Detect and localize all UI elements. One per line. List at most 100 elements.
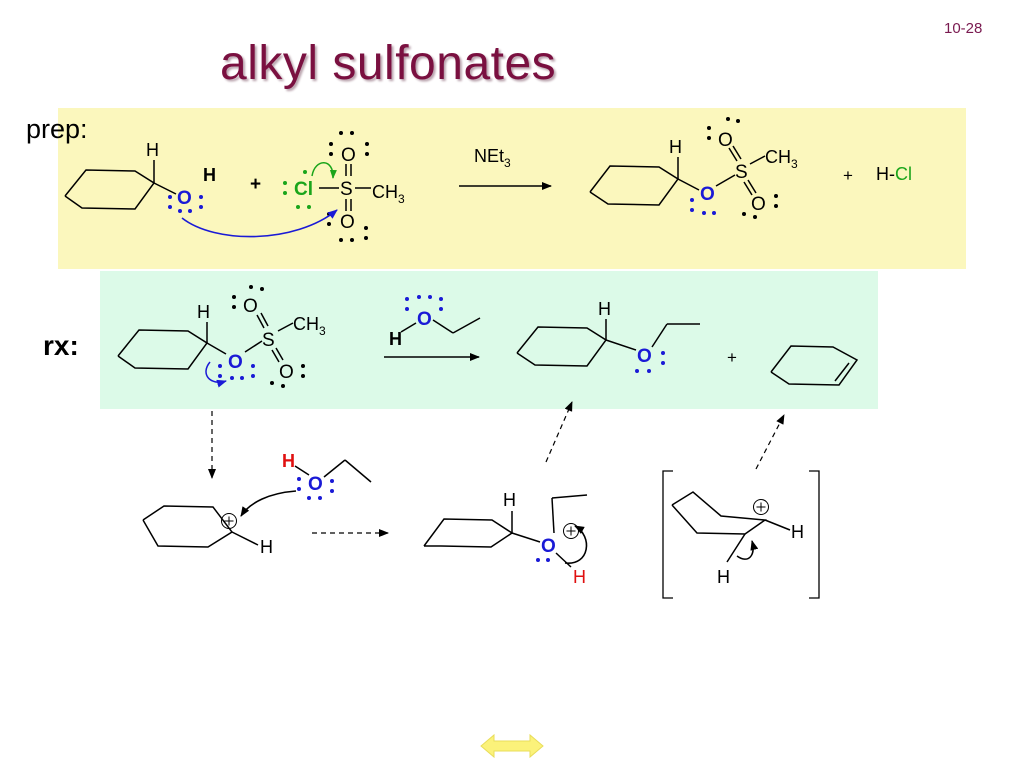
hydroxyl-hydrogen-label: H: [203, 165, 216, 185]
lone-pair-dot: [240, 376, 244, 380]
oxygen-label: O: [541, 536, 556, 557]
rx-panel: [100, 271, 878, 409]
lone-pair-dot: [712, 211, 716, 215]
prep-label: prep:: [26, 114, 88, 144]
c-c-bond: [452, 317, 481, 334]
lone-pair-dot: [428, 295, 432, 299]
lone-pair-dot: [439, 297, 443, 301]
s-o-double-bond: [256, 314, 265, 329]
lone-pair-dot: [251, 364, 255, 368]
dashed-arrow: [545, 401, 573, 463]
lone-pair-dot: [327, 222, 331, 226]
lone-pair-dot: [417, 295, 421, 299]
lone-pair-dot: [736, 119, 740, 123]
oxygen-label: O: [718, 130, 733, 151]
s-o-double-bond: [275, 347, 284, 361]
lone-pair-dot: [307, 496, 311, 500]
ch-bond: [764, 519, 791, 531]
mesyl-chloride: Cl S CH3 O O: [283, 131, 405, 242]
hydrogen-label: H: [146, 140, 159, 160]
o-c-bond: [551, 497, 555, 534]
page-title: alkyl sulfonates: [220, 37, 557, 90]
lone-pair-dot: [301, 364, 305, 368]
cyclohexane-ring: [516, 326, 608, 367]
lone-pair-dot: [232, 305, 236, 309]
o-s-bond: [715, 174, 736, 187]
proton-label: H: [282, 451, 295, 471]
h-o-bond: [294, 465, 310, 476]
left-bracket: [662, 470, 673, 599]
h-o-bond: [400, 322, 417, 333]
o-c-bond: [323, 459, 346, 478]
reagent-label: NEt3: [474, 146, 511, 170]
oxonium-ion: H O H: [423, 490, 588, 587]
cyclohexane-ring: [64, 169, 156, 210]
cyclohexyl-carbocation: H: [142, 505, 273, 557]
s-ch3-bond: [749, 155, 766, 165]
hydrogen-label: H: [260, 537, 273, 557]
co-bond: [206, 342, 227, 355]
right-bracket: [809, 470, 820, 599]
lone-pair-dot: [218, 364, 222, 368]
c-c-double-bond: [834, 362, 850, 382]
lone-pair-dot: [260, 287, 264, 291]
cyclohexane-ring: [589, 165, 680, 206]
s-o-double-bond: [728, 147, 738, 162]
s-o-double-bond: [743, 181, 753, 196]
sulfur-label: S: [735, 162, 748, 183]
lone-pair-dot: [330, 489, 334, 493]
curved-arrow-icon: [205, 361, 227, 388]
methyl-label: CH3: [765, 147, 798, 171]
lone-pair-dot: [536, 558, 540, 562]
cyclohexyl-mesylate: H O S CH3 O O: [589, 117, 798, 219]
oxygen-label: O: [417, 309, 432, 330]
lone-pair-dot: [702, 211, 706, 215]
lone-pair-dot: [330, 479, 334, 483]
lone-pair-dot: [270, 381, 274, 385]
curved-arrow-icon: [181, 209, 338, 238]
lone-pair-dot: [690, 198, 694, 202]
lone-pair-dot: [283, 181, 287, 185]
sulfur-label: S: [262, 330, 275, 351]
lone-pair-dot: [364, 226, 368, 230]
ch-bond: [231, 531, 259, 546]
lone-pair-dot: [297, 487, 301, 491]
lone-pair-dot: [364, 236, 368, 240]
o-s-bond: [244, 340, 263, 353]
prep-panel: [58, 108, 966, 269]
co-bond: [511, 532, 541, 543]
hydrogen-label: H: [717, 567, 730, 587]
lone-pair-dot: [365, 152, 369, 156]
lone-pair-dot: [251, 374, 255, 378]
lone-pair-dot: [774, 194, 778, 198]
curved-arrow-icon: [564, 525, 588, 564]
curved-arrow-icon: [240, 490, 297, 517]
lone-pair-dot: [283, 191, 287, 195]
lone-pair-dot: [635, 369, 639, 373]
curved-arrow-icon: [736, 540, 759, 560]
oxygen-label: O: [637, 346, 652, 367]
proton-label: H: [573, 567, 586, 587]
dashed-arrow: [755, 414, 785, 470]
lone-pair-dot: [218, 374, 222, 378]
s-o-double-bond: [747, 179, 757, 194]
lone-pair-dot: [439, 307, 443, 311]
hydrogen-label: H: [503, 490, 516, 510]
ch-bond: [726, 533, 746, 563]
cyclohexyl-mesylate: H O S CH3 O O: [117, 285, 326, 388]
oxygen-label: O: [340, 212, 355, 233]
lone-pair-dot: [297, 477, 301, 481]
lone-pair-dot: [230, 376, 234, 380]
lone-pair-dot: [405, 297, 409, 301]
cyclohexane-ring: [671, 491, 768, 535]
lone-pair-dot: [307, 205, 311, 209]
lone-pair-dot: [661, 361, 665, 365]
sulfur-label: S: [340, 179, 353, 200]
slide-number: 10-28: [944, 20, 983, 37]
cyclohexane-ring: [423, 518, 514, 548]
lone-pair-dot: [281, 384, 285, 388]
double-arrow-icon[interactable]: [480, 733, 544, 759]
cyclohexane-ring: [142, 505, 234, 548]
lone-pair-dot: [707, 136, 711, 140]
oxygen-label: O: [279, 362, 294, 383]
